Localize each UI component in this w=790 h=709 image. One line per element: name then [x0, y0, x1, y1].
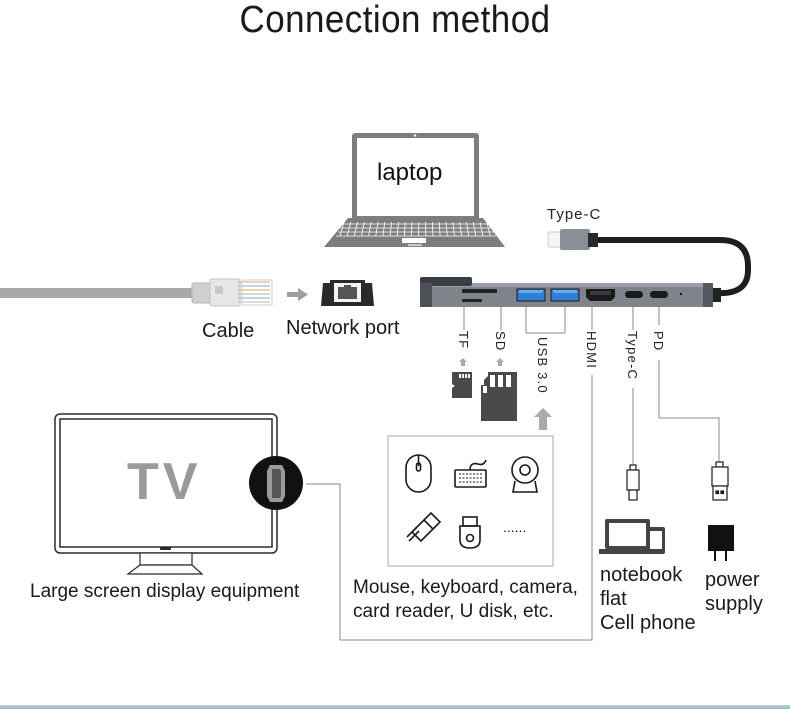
laptop-key-divider	[403, 221, 406, 237]
laptop-key-divider	[396, 221, 399, 237]
port-label-pd: PD	[651, 331, 666, 352]
laptop-key-divider	[466, 221, 470, 237]
laptop-key-divider	[346, 221, 352, 237]
usb-devices-box	[387, 435, 554, 567]
laptop-key-divider	[389, 221, 392, 237]
tf-card-icon	[452, 372, 472, 398]
port-label-sd: SD	[493, 331, 508, 352]
port-label-type-c: Type-C	[625, 331, 640, 381]
network-port-icon	[321, 280, 374, 306]
tv-caption: Large screen display equipment	[30, 581, 300, 602]
port-label-tf: TF	[456, 331, 471, 350]
port-label-hdmi: HDMI	[584, 331, 599, 370]
laptop-key-divider	[452, 221, 455, 237]
laptop-label: laptop	[377, 159, 443, 186]
laptop-key-divider	[353, 221, 358, 237]
power-label-line1: power	[705, 569, 760, 591]
usb-c-hub	[420, 229, 751, 307]
bottom-divider	[0, 705, 790, 709]
power-label-line2: supply	[705, 593, 763, 615]
arrow-right-icon	[287, 288, 308, 301]
typec-devices-line3: Cell phone	[600, 612, 696, 634]
laptop-key-divider	[432, 221, 434, 237]
laptop-key-divider	[339, 221, 345, 237]
laptop-key-divider	[411, 221, 413, 237]
usb-devices-caption-line2: card reader, U disk, etc.	[353, 601, 554, 622]
laptop-icon	[324, 133, 505, 247]
laptop-key-divider	[486, 221, 491, 237]
ellipsis-icon: ......	[503, 519, 526, 535]
network-port-label: Network port	[286, 317, 400, 339]
svg-text:......: ......	[503, 519, 526, 535]
keyboard-icon	[454, 459, 487, 488]
usb-flash-drive-icon	[406, 511, 442, 543]
laptop-key-divider	[479, 221, 484, 237]
webcam-icon	[511, 456, 539, 493]
typec-devices-line1: notebook	[600, 564, 683, 586]
connector-lines	[306, 307, 720, 641]
laptop-key-divider	[445, 221, 448, 237]
type-c-plug-icon	[626, 464, 640, 501]
laptop-phone-icon	[599, 519, 665, 554]
up-arrow-icons	[459, 358, 552, 430]
cable-label: Cable	[202, 320, 255, 342]
tv-screen-text: TV	[127, 453, 202, 511]
sd-card-icon	[481, 372, 517, 421]
hdmi-port-icon	[249, 456, 303, 510]
laptop-key-divider	[382, 221, 386, 237]
laptop-key-divider	[472, 221, 477, 237]
typec-devices-line2: flat	[600, 588, 627, 610]
port-label-usb: USB 3.0	[535, 337, 550, 394]
laptop-key-divider	[375, 221, 379, 237]
power-adapter-icon	[708, 525, 734, 561]
usb-a-plug-icon	[711, 461, 729, 501]
usb-devices-caption-line1: Mouse, keyboard, camera,	[353, 577, 578, 598]
tv-icon	[54, 413, 278, 575]
usb-key-icon	[459, 516, 481, 549]
laptop-key-divider	[459, 221, 462, 237]
ethernet-cable-icon	[0, 278, 273, 307]
laptop-key-divider	[368, 221, 372, 237]
hub-input-type-c-label: Type-C	[547, 206, 602, 223]
page-title: Connection method	[239, 0, 551, 41]
mouse-icon	[405, 454, 432, 493]
laptop-key-divider	[438, 221, 441, 237]
laptop-key-divider	[361, 221, 365, 237]
